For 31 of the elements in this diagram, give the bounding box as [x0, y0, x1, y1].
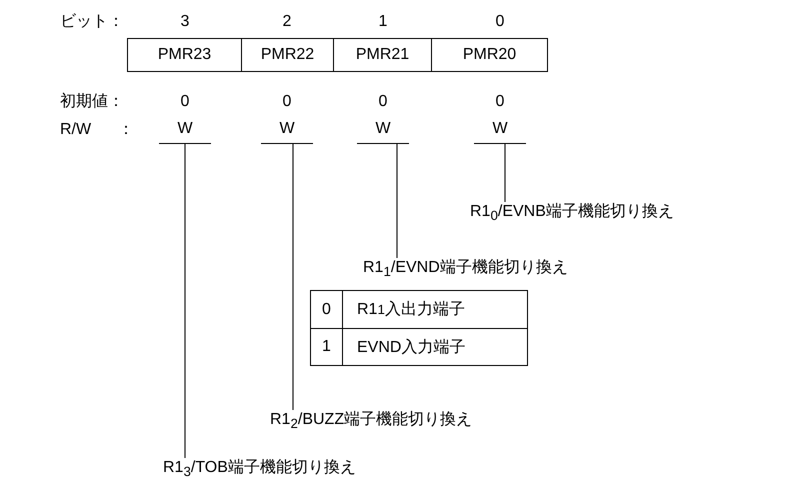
register-cell: PMR20	[431, 38, 548, 72]
bit-number: 0	[496, 12, 504, 32]
description-text: R1$_{2}$/BUZZ端子機能切り換え	[270, 410, 472, 434]
access-label: W	[159, 118, 211, 144]
row-label: 初期値：	[60, 92, 124, 112]
description-text: R1$_{1}$/EVND端子機能切り換え	[363, 258, 568, 282]
description-text: R1$_{3}$/TOB端子機能切り換え	[163, 458, 356, 482]
table-cell: EVND入力端子	[342, 328, 528, 366]
bit-number: 2	[282, 12, 292, 32]
initial-value: 0	[496, 92, 504, 112]
row-label: ビット：	[60, 12, 124, 32]
row-label: R/W	[60, 120, 92, 140]
leader-line	[184, 144, 186, 458]
initial-value: 0	[282, 92, 292, 112]
leader-line	[504, 144, 506, 202]
initial-value: 0	[180, 92, 190, 112]
access-label: W	[474, 118, 526, 144]
register-cell: PMR22	[241, 38, 334, 72]
table-cell: 0	[310, 290, 343, 329]
access-label: W	[261, 118, 313, 144]
register-cell: PMR23	[127, 38, 242, 72]
access-label: W	[357, 118, 409, 144]
leader-line	[292, 144, 294, 410]
leader-line	[396, 144, 398, 258]
table-cell: 1	[310, 328, 343, 366]
description-text: R1$_{0}$/EVNB端子機能切り換え	[470, 202, 674, 226]
row-label: ：	[118, 120, 134, 140]
bit-number: 3	[180, 12, 190, 32]
register-cell: PMR21	[333, 38, 432, 72]
bit-number: 1	[378, 12, 388, 32]
initial-value: 0	[378, 92, 388, 112]
